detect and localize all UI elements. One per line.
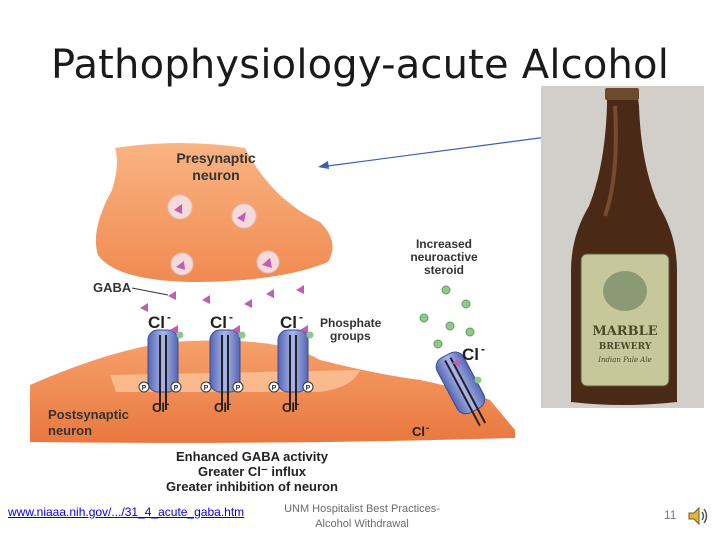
presynaptic-neuron	[95, 143, 333, 282]
svg-text:P: P	[174, 385, 179, 392]
slide-title: Pathophysiology-acute Alcohol	[50, 42, 670, 88]
cl-bottom-2: Cl-	[214, 399, 231, 415]
svg-text:P: P	[306, 385, 311, 392]
cl-bottom-labels: Cl- Cl- Cl- Cl-	[152, 399, 429, 439]
presynaptic-label-1: Presynaptic	[176, 150, 256, 166]
phosphate-label-1: Phosphate	[320, 316, 382, 330]
bottle-label-brand: MARBLE	[592, 324, 657, 339]
channel-4	[435, 351, 487, 427]
svg-text:P: P	[272, 385, 277, 392]
free-gaba	[140, 285, 304, 312]
channel-gaba-bound	[170, 325, 460, 367]
presynaptic-label-2: neuron	[192, 167, 239, 183]
phosphate-label-2: groups	[330, 329, 371, 343]
cl-top-3: Cl-	[280, 310, 303, 332]
beer-bottle-photo: MARBLE BREWERY Indian Pale Ale	[541, 86, 704, 408]
cl-top-1: Cl-	[148, 310, 171, 332]
footer-text: UNM Hospitalist Best Practices- Alcohol …	[262, 502, 462, 532]
footer-line-2: Alcohol Withdrawal	[315, 518, 409, 530]
summary-line-3: Greater inhibition of neuron	[166, 479, 338, 494]
cl-top-4: Cl-	[462, 342, 485, 364]
source-link[interactable]: www.niaaa.nih.gov/.../31_4_acute_gaba.ht…	[8, 505, 245, 519]
svg-text:P: P	[204, 385, 209, 392]
gaba-synapse-diagram: Presynaptic neuron Postsynaptic neuron G…	[30, 143, 515, 494]
channel-steroid-bound	[176, 331, 482, 384]
cl-bottom-3: Cl-	[282, 399, 299, 415]
steroid-label-1: Increased	[416, 237, 472, 251]
postsynaptic-label-1: Postsynaptic	[48, 407, 129, 422]
phosphate-marks	[138, 381, 314, 393]
steroid-molecules	[419, 285, 475, 349]
channel-2	[209, 329, 241, 410]
steroid-label-2: neuroactive	[410, 250, 478, 264]
steroid-label-3: steroid	[424, 263, 464, 277]
cl-top-labels: Cl- Cl- Cl- Cl-	[148, 310, 485, 364]
summary-line-1: Enhanced GABA activity	[176, 449, 329, 464]
speaker-icon[interactable]	[686, 504, 710, 528]
postsynaptic-label-2: neuron	[48, 423, 92, 438]
bottle-label-brewery: BREWERY	[599, 342, 652, 352]
svg-text:P: P	[142, 385, 147, 392]
bottle-label-style: Indian Pale Ale	[597, 356, 652, 364]
cl-bottom-4: Cl-	[412, 423, 429, 439]
svg-text:P: P	[236, 385, 241, 392]
page-number: 11	[664, 508, 677, 522]
footer-line-1: UNM Hospitalist Best Practices-	[284, 503, 440, 515]
vesicle-gaba	[174, 204, 272, 270]
cl-top-2: Cl-	[210, 310, 233, 332]
gaba-pointer	[131, 287, 169, 296]
cl-bottom-1: Cl-	[152, 399, 169, 415]
gaba-label: GABA	[93, 280, 132, 295]
channel-1	[147, 329, 179, 410]
channel-3	[277, 329, 309, 410]
summary-line-2: Greater Cl⁻ influx	[198, 464, 307, 479]
